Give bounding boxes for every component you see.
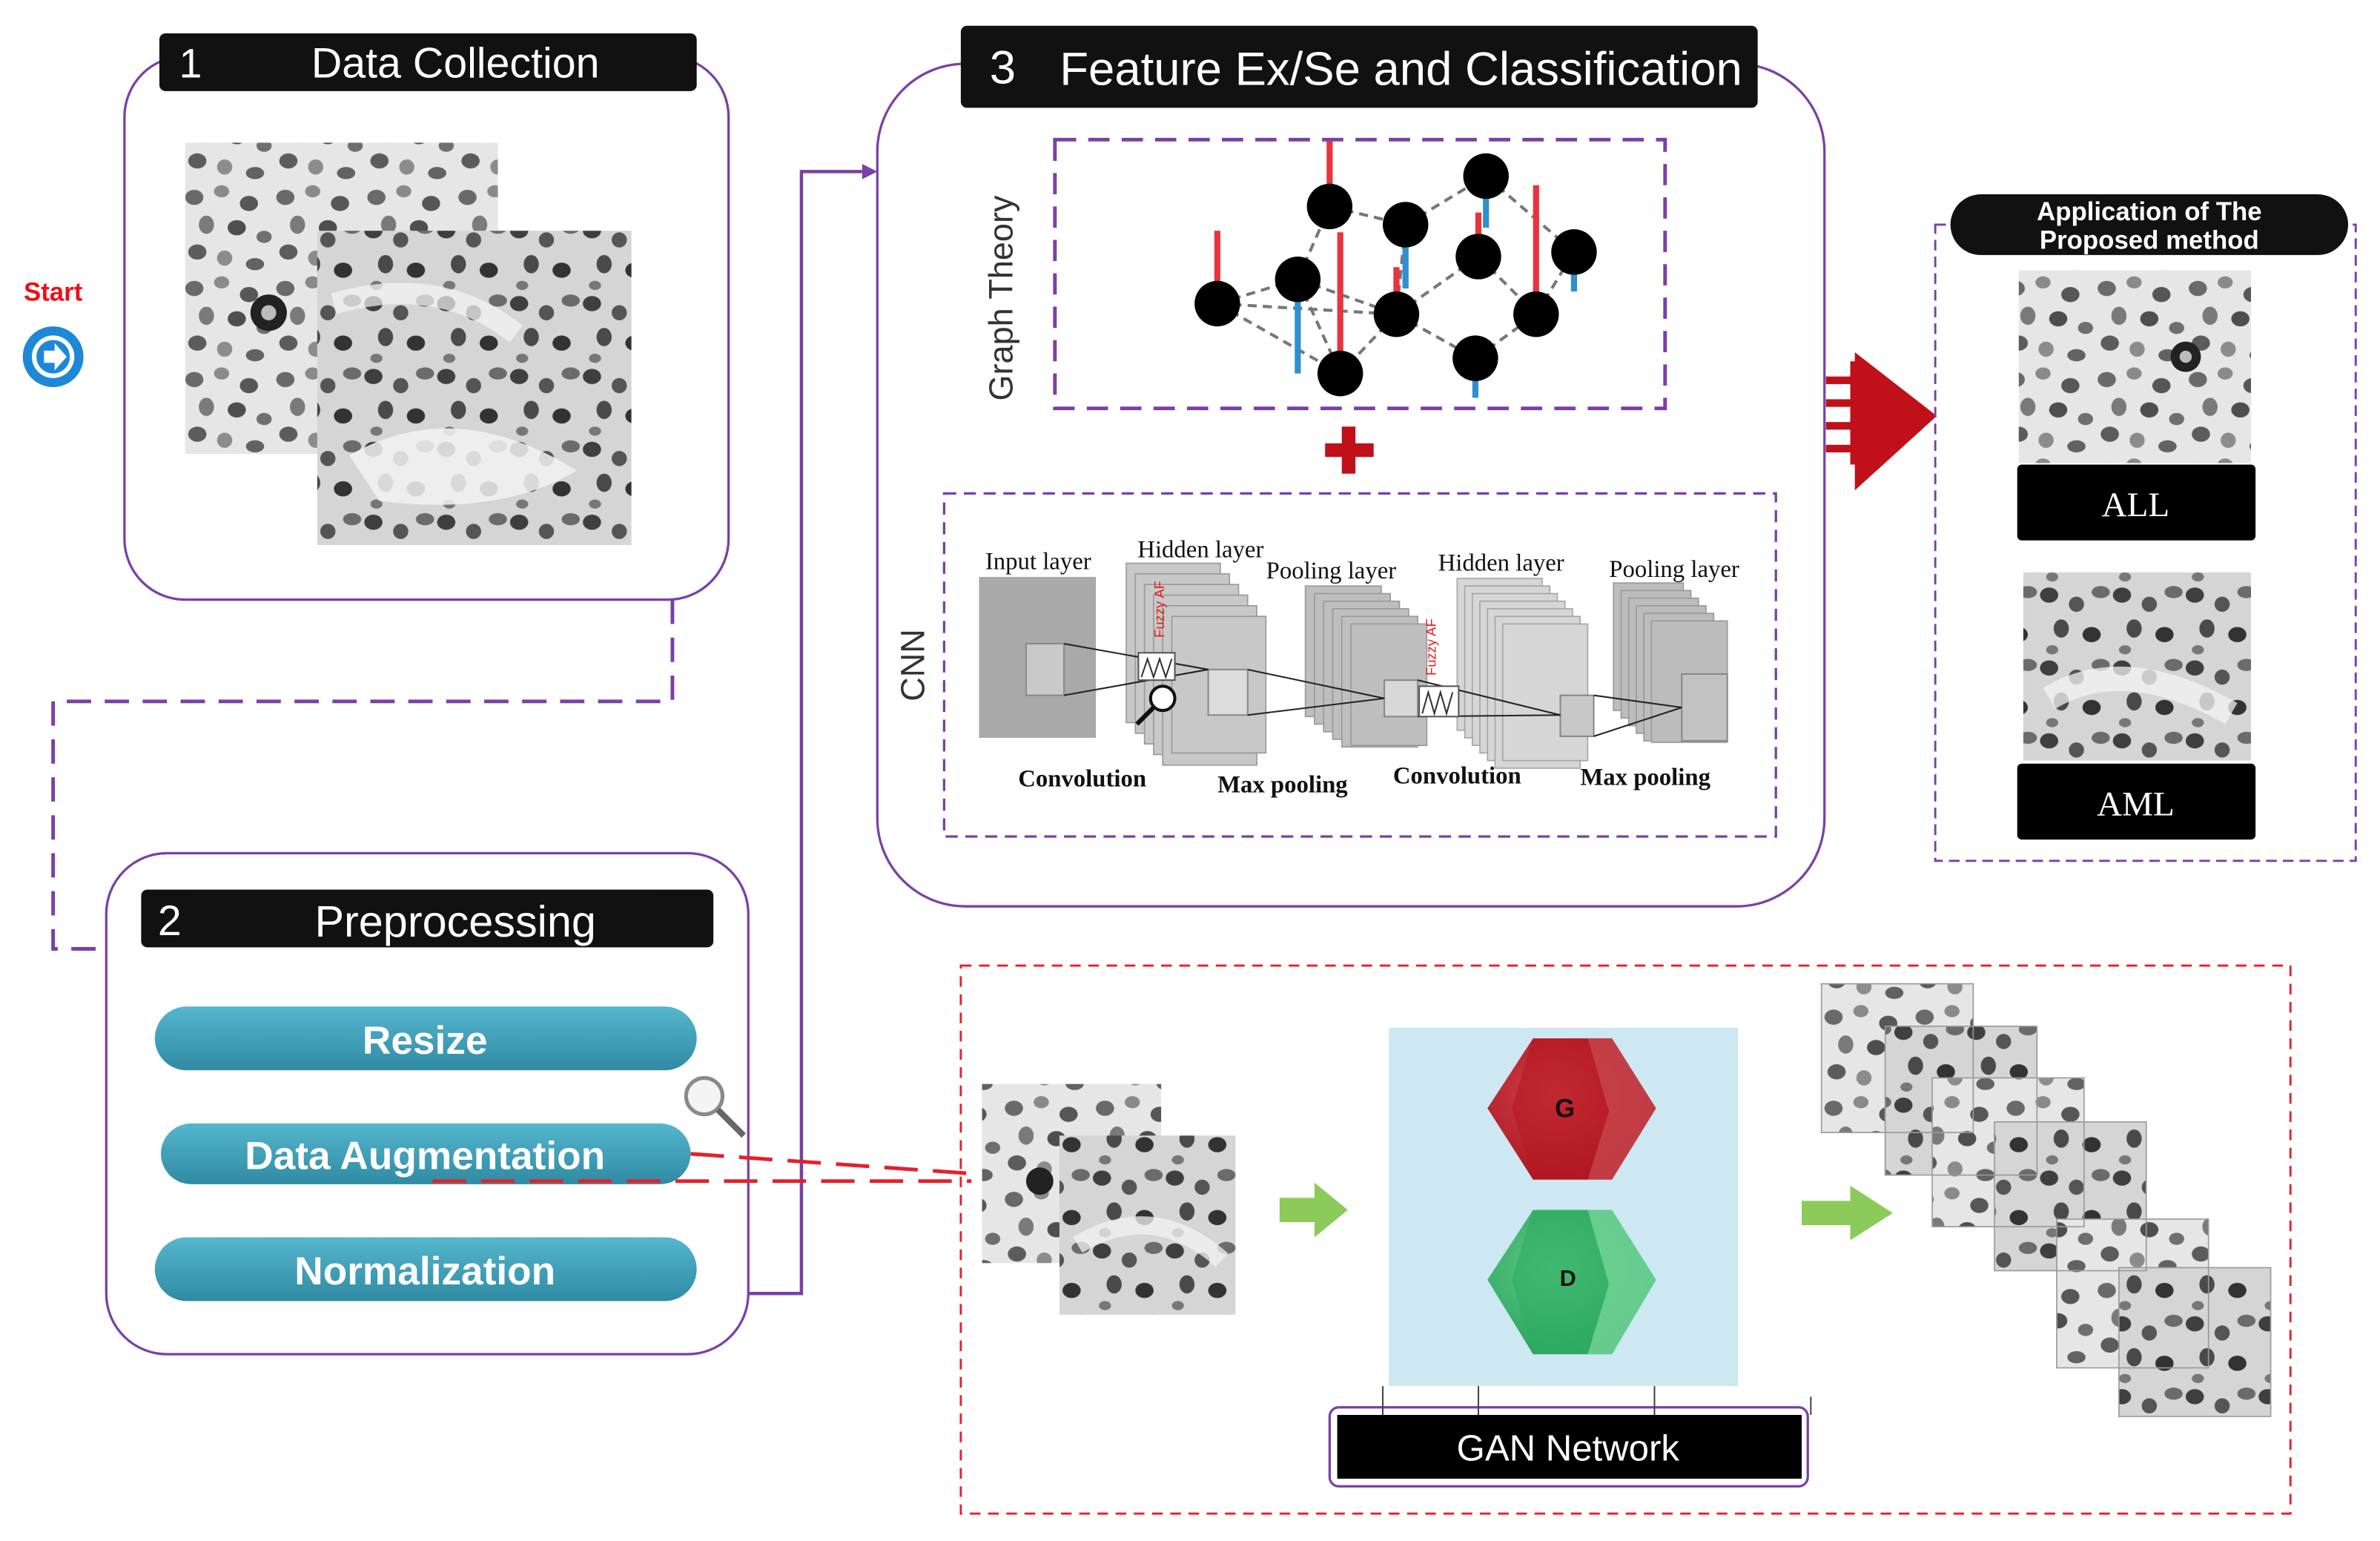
graph-network <box>1194 141 1597 398</box>
all-sample-image <box>2018 270 2251 463</box>
start-label: Start <box>24 277 83 306</box>
normalization-step-label: Normalization <box>294 1250 555 1293</box>
generator-label: G <box>1555 1095 1575 1123</box>
data-collection-number: 1 <box>179 40 202 86</box>
cnn-layer-pooling-1: Pooling layer <box>1266 558 1397 584</box>
gan-panel <box>959 964 2292 1515</box>
application-section: Application of The Proposed method ALL A… <box>1934 194 2357 862</box>
feature-header <box>960 25 1758 108</box>
cnn-panel <box>942 492 1777 838</box>
data-collection-title: Data Collection <box>311 39 600 87</box>
gan-network-header <box>1337 1414 1802 1479</box>
fuzzy-af-label-1: Fuzzy AF <box>1151 581 1167 638</box>
aml-class-label: AML <box>2097 785 2175 823</box>
data-collection-header <box>159 33 697 91</box>
magnifier-icon-cnn <box>1135 684 1177 726</box>
green-arrow-icon-1 <box>1279 1182 1348 1238</box>
all-class-label-box <box>2017 464 2256 541</box>
augmentation-step-button[interactable] <box>161 1123 691 1184</box>
connector-2-to-3 <box>748 170 862 1296</box>
aml-sample-image <box>2023 572 2251 761</box>
gan-network-title: GAN Network <box>1457 1428 1680 1468</box>
cnn-diagram: Input layer Hidden layer Pooling layer H… <box>979 536 1739 799</box>
preprocessing-box <box>105 851 750 1356</box>
resize-step-button[interactable] <box>154 1006 697 1071</box>
application-title-line1: Application of The <box>2037 197 2262 226</box>
feature-title: Feature Ex/Se and Classification <box>1060 44 1742 96</box>
cnn-op-maxpool-1: Max pooling <box>1217 772 1348 799</box>
gan-network-frame <box>1328 1406 1809 1488</box>
fuzzy-af-marker-1: Fuzzy AF <box>1137 581 1176 682</box>
all-class-label: ALL <box>2102 486 2170 524</box>
preprocessing-section: 2 Preprocessing Resize Data Augmentation… <box>105 851 750 1356</box>
connector-arrowhead <box>862 164 878 179</box>
preprocessing-number: 2 <box>158 897 182 945</box>
fuzzy-af-marker-2: Fuzzy AF <box>1418 618 1460 718</box>
augmentation-to-gan-connector <box>432 1152 972 1184</box>
graph-theory-panel <box>1053 137 1667 411</box>
plus-icon <box>1325 426 1374 474</box>
cnn-op-convolution-2: Convolution <box>1393 762 1521 789</box>
cnn-layer-hidden-1: Hidden layer <box>1137 536 1263 563</box>
data-collection-section: 1 Data Collection <box>123 33 730 601</box>
magnifier-icon <box>684 1075 747 1138</box>
gan-augmented-images <box>1820 983 2272 1417</box>
cnn-layer-pooling-2: Pooling layer <box>1609 556 1739 583</box>
feature-section: 3 Feature Ex/Se and Classification Graph… <box>876 25 1826 908</box>
aml-class-label-box <box>2017 763 2256 840</box>
generator-polyhedron: G <box>1487 1038 1656 1180</box>
fuzzy-af-label-2: Fuzzy AF <box>1424 618 1439 676</box>
application-header <box>1950 194 2349 255</box>
preprocessing-title: Preprocessing <box>314 897 595 946</box>
resize-step-label: Resize <box>363 1019 488 1063</box>
graph-theory-label: Graph Theory <box>982 195 1019 400</box>
augmentation-step-label: Data Augmentation <box>245 1134 605 1178</box>
discriminator-polyhedron: D <box>1487 1210 1656 1355</box>
preprocessing-header <box>141 889 714 948</box>
gan-input-images <box>982 1083 1236 1315</box>
cnn-op-convolution-1: Convolution <box>1018 765 1146 792</box>
discriminator-label: D <box>1560 1265 1576 1291</box>
start-marker: Start <box>22 277 84 388</box>
cnn-layer-hidden-2: Hidden layer <box>1438 550 1564 577</box>
start-icon[interactable] <box>22 326 84 388</box>
green-arrow-icon-2 <box>1802 1185 1893 1241</box>
cnn-op-maxpool-2: Max pooling <box>1580 764 1710 791</box>
cnn-label: CNN <box>894 629 932 702</box>
feature-number: 3 <box>990 42 1016 94</box>
cnn-layer-input: Input layer <box>985 549 1091 575</box>
connector-1-to-2 <box>51 599 675 951</box>
blood-smear-image-2 <box>317 231 632 545</box>
application-title-line2: Proposed method <box>2040 226 2259 255</box>
gan-section: G D GAN Network <box>959 964 2292 1515</box>
normalization-step-button[interactable] <box>154 1237 697 1301</box>
output-arrow-icon <box>1825 352 1937 491</box>
